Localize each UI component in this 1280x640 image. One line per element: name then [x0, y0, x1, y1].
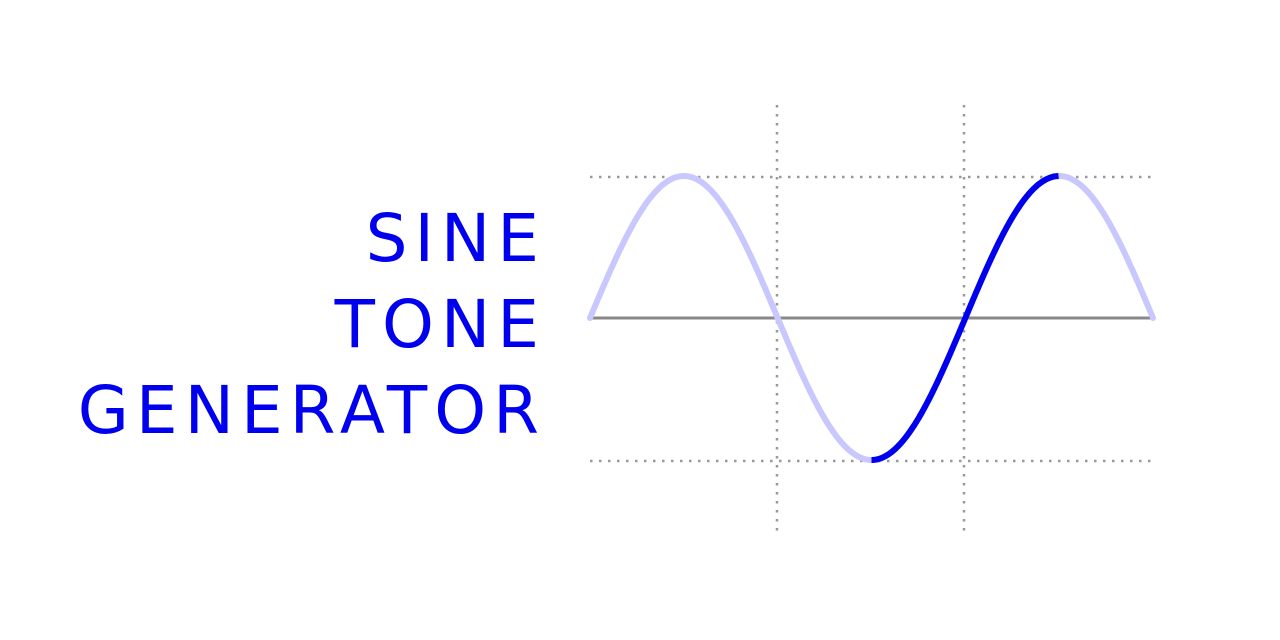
title-line-tone: TONE	[334, 286, 546, 363]
title-line-generator: GENERATOR	[77, 372, 546, 449]
sine-wave-highlight	[871, 173, 1059, 463]
title-line-sine: SINE	[365, 200, 546, 277]
logo-title: SINE TONE GENERATOR	[78, 196, 539, 454]
